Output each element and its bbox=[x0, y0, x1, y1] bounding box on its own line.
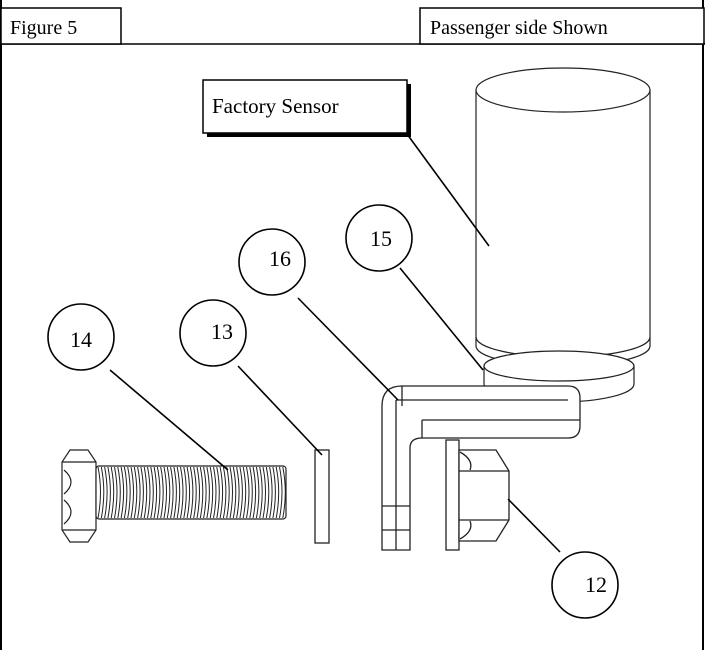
callout-14: 14 bbox=[47, 303, 115, 371]
factory-sensor-label-box: Factory Sensor bbox=[202, 79, 411, 137]
view-note: Passenger side Shown bbox=[430, 17, 608, 39]
callout-13: 13 bbox=[179, 299, 247, 367]
factory-sensor-label: Factory Sensor bbox=[212, 94, 339, 118]
figure-title-box: Figure 5 bbox=[0, 7, 122, 45]
view-note-box: Passenger side Shown bbox=[419, 7, 705, 45]
callout-16-label: 16 bbox=[269, 246, 291, 271]
flat-washer-icon bbox=[314, 449, 330, 544]
figure-title: Figure 5 bbox=[10, 17, 77, 39]
hex-bolt-icon bbox=[61, 449, 287, 543]
leader-lines bbox=[109, 133, 561, 553]
callout-14-label: 14 bbox=[70, 327, 92, 352]
callout-15: 15 bbox=[345, 204, 413, 272]
factory-sensor-icon bbox=[475, 67, 651, 403]
callout-16: 16 bbox=[238, 228, 306, 296]
callout-13-label: 13 bbox=[211, 319, 233, 344]
callout-12-label: 12 bbox=[585, 572, 607, 597]
callout-15-label: 15 bbox=[370, 226, 392, 251]
l-bracket-icon bbox=[381, 385, 581, 551]
callout-12: 12 bbox=[551, 551, 619, 619]
flange-nut-icon bbox=[445, 439, 510, 551]
